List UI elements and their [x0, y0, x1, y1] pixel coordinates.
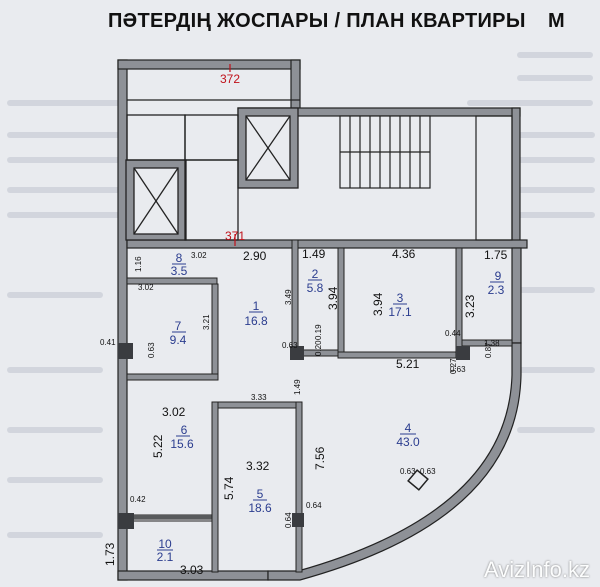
dimension-label: 0.63: [147, 342, 156, 358]
room-2-number: 2: [312, 267, 319, 281]
dimension-label: 1.16: [134, 256, 143, 272]
dimension-label: 3.94: [326, 286, 340, 310]
dimension-label: 0.63: [282, 341, 298, 350]
watermark: AvizInfo.kz: [484, 557, 590, 582]
dimension-label: 1.49: [302, 247, 326, 261]
dimension-label: 5.21: [396, 357, 420, 371]
dimension-label: 3.21: [202, 314, 211, 330]
elevator-shafts: [125, 107, 299, 241]
dimension-label: 1.75: [484, 248, 508, 262]
dimension-label: 0.63: [450, 365, 466, 374]
dimension-label: 3.23: [463, 294, 477, 318]
dimension-label: 0.42: [130, 495, 146, 504]
dimension-label: 4.36: [392, 247, 416, 261]
upper-left-rooms: [126, 99, 300, 241]
mark-372: 372: [220, 72, 240, 86]
dimension-label: 0.64: [306, 501, 322, 510]
dimension-label: 0.41: [100, 338, 116, 347]
room-2-area: 5.8: [307, 281, 324, 295]
dimension-label: 3.32: [246, 459, 270, 473]
room-6-number: 6: [181, 423, 188, 437]
dimension-label: 3.02: [162, 405, 186, 419]
room-4-number: 4: [405, 421, 412, 435]
room-7-area: 9.4: [170, 333, 187, 347]
room-5-number: 5: [257, 487, 264, 501]
dimension-label: 0.44: [445, 329, 461, 338]
dimension-label: 0.19: [314, 324, 323, 340]
dimension-label: 3.02: [191, 251, 207, 260]
room-10-number: 10: [158, 537, 172, 551]
room-9-area: 2.3: [488, 283, 505, 297]
room-8-number: 8: [176, 251, 183, 265]
dimension-label: 0.64: [284, 512, 293, 528]
vertical-dimension-labels: 1.16 3.21 3.49 3.94 3.94 3.23 0.63 0.19 …: [103, 256, 493, 566]
room-6-area: 15.6: [170, 437, 194, 451]
window-marks: [134, 516, 212, 522]
dimension-label: 0.87: [484, 342, 493, 358]
dimension-labels: 3.02 2.90 1.49 4.36 1.75 3.02 5.21 3.33 …: [100, 247, 508, 577]
dimension-label: 5.22: [151, 434, 165, 458]
room-1-number: 1: [253, 299, 260, 313]
dimension-label: 3.49: [284, 289, 293, 305]
dimension-label: 1.49: [293, 379, 302, 395]
curved-wall: [267, 342, 522, 581]
room-7-number: 7: [175, 319, 182, 333]
room-9-number: 9: [495, 269, 502, 283]
room-1-area: 16.8: [244, 314, 268, 328]
dimension-label: 1.38: [484, 339, 500, 348]
room-label-underlines: [157, 263, 504, 551]
structural-columns: [118, 343, 470, 529]
dimension-label: 3.02: [138, 283, 154, 292]
dimension-label: 5.74: [222, 476, 236, 500]
dimension-label: 2.90: [243, 249, 267, 263]
column-marker: [407, 469, 429, 491]
dimension-label: 0.27: [449, 358, 458, 374]
dimension-label: 0.63: [400, 467, 416, 476]
staircase: [339, 115, 513, 241]
dimension-label: 7.56: [313, 446, 327, 470]
room-10-area: 2.1: [157, 550, 174, 564]
plan-title: ПӘТЕРДІҢ ЖОСПАРЫ / ПЛАН КВАРТИРЫ: [108, 10, 526, 32]
dimension-label: 0.63: [420, 467, 436, 476]
room-5-area: 18.6: [248, 501, 272, 515]
room-labels: 8 3.5 7 9.4 1 16.8 2 5.8 3 17.1 9 2.3 4 …: [157, 251, 505, 564]
room-3-number: 3: [397, 291, 404, 305]
dimension-label: 3.94: [371, 292, 385, 316]
room-8-area: 3.5: [171, 264, 188, 278]
dimension-label: 3.33: [251, 393, 267, 402]
dimension-label: 1.73: [103, 542, 117, 566]
room-4-area: 43.0: [396, 435, 420, 449]
dimension-label: 0.20: [314, 340, 323, 356]
room-3-area: 17.1: [388, 305, 412, 319]
dimension-label: 3.03: [180, 563, 204, 577]
plan-title-fragment: М: [548, 10, 565, 32]
